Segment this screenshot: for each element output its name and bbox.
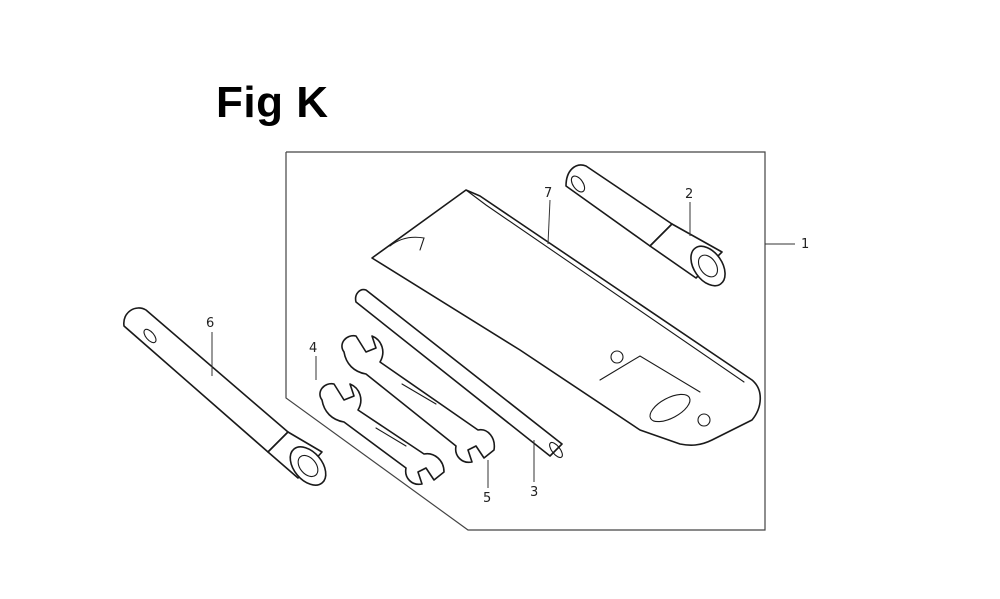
open-end-wrench-lower (319, 382, 445, 486)
box-wrench-large (565, 164, 726, 287)
callout-7: 7 (544, 186, 552, 201)
callout-2: 2 (685, 187, 693, 202)
callout-3: 3 (530, 485, 538, 500)
callout-4: 4 (309, 341, 317, 356)
figure-title: Fig K (216, 78, 329, 127)
assembly-frame (285, 151, 766, 531)
callout-5: 5 (483, 491, 491, 506)
leader-lines (211, 199, 795, 488)
tommy-bar (354, 288, 563, 459)
callout-6: 6 (206, 316, 214, 331)
open-end-wrench-upper (341, 334, 496, 464)
callout-1: 1 (801, 237, 809, 252)
tool-bag (371, 189, 762, 446)
box-wrench-small (123, 307, 327, 486)
